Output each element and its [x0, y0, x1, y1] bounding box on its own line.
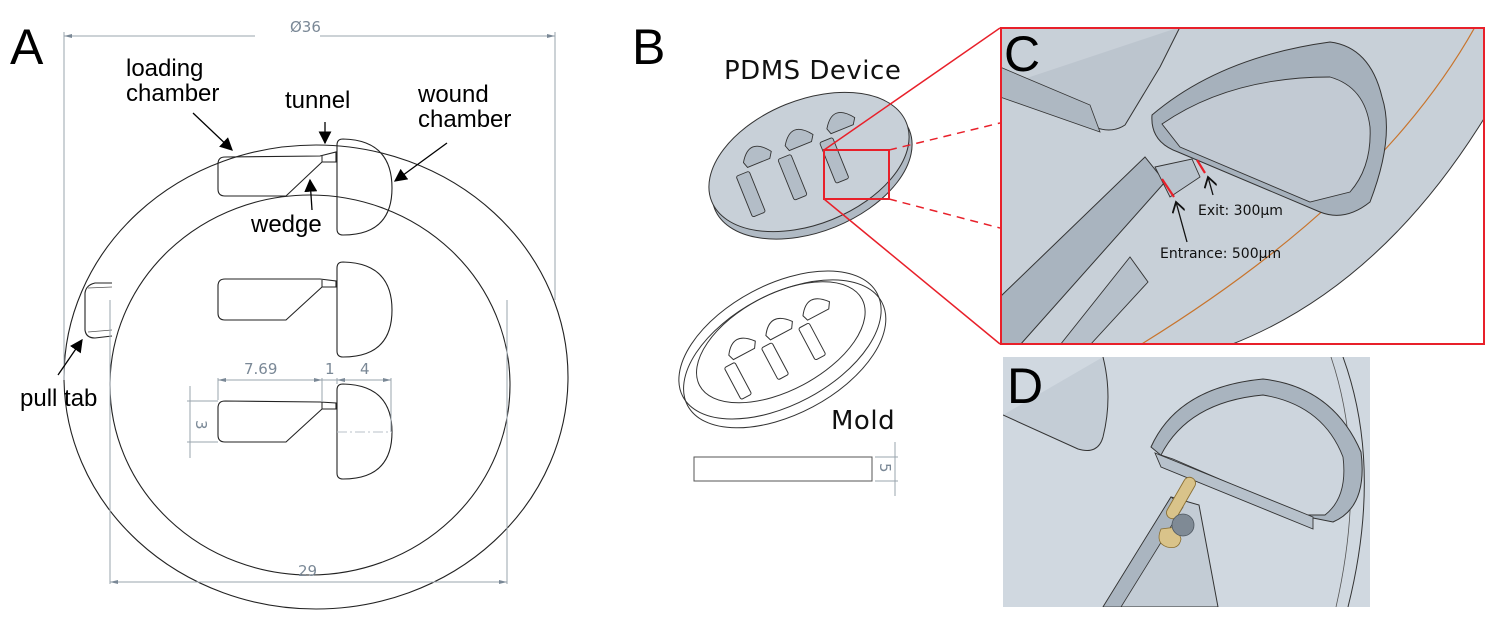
dim-inner-width: 29	[298, 562, 317, 580]
label-loading-line1: loading	[126, 55, 204, 82]
pdms-device-title: PDMS Device	[724, 56, 902, 86]
dim-tunnel-length: 1	[325, 360, 335, 378]
label-pull-tab: pull tab	[20, 385, 98, 412]
panel-d: D	[1003, 357, 1370, 607]
exit-label: Exit: 300µm	[1198, 203, 1283, 219]
pdms-device-model	[708, 91, 913, 240]
label-wedge: wedge	[251, 211, 322, 238]
mold-side-view	[693, 456, 873, 482]
dim-mold-thickness: 5	[876, 463, 894, 473]
mold-title: Mold	[831, 406, 896, 436]
chamber-set-1	[217, 138, 393, 236]
panel-d-letter: D	[1007, 358, 1044, 414]
panel-a-drawing: Ø36 29 7.69	[57, 18, 569, 610]
panel-c: Exit: 300µm Entrance: 500µm C	[1000, 27, 1485, 345]
panel-b-drawing: 5	[678, 27, 1000, 496]
dim-loading-height: 3	[192, 420, 210, 430]
panel-c-render: Exit: 300µm Entrance: 500µm	[1000, 27, 1485, 345]
mold-model	[678, 270, 887, 429]
panel-a-letter: A	[10, 19, 44, 75]
dim-outer-diameter: Ø36	[290, 18, 321, 36]
wound-model	[1158, 476, 1196, 549]
dim-wound-depth: 4	[360, 360, 370, 378]
label-loading-line2: chamber	[126, 80, 220, 108]
entrance-marker	[1161, 178, 1175, 198]
label-wound-line1: wound	[418, 81, 489, 108]
exit-marker	[1196, 159, 1206, 174]
panel-c-border	[1000, 27, 1485, 345]
label-wound-chamber: wound chamber	[418, 81, 512, 134]
chamber-set-2	[217, 261, 393, 358]
panel-c-letter: C	[1004, 26, 1041, 82]
entrance-label: Entrance: 500µm	[1160, 246, 1281, 262]
label-tunnel: tunnel	[285, 87, 351, 114]
label-loading-chamber: loading chamber	[126, 55, 220, 108]
chamber-set-3	[217, 383, 393, 480]
panel-d-render	[1003, 357, 1370, 607]
dim-loading-length: 7.69	[244, 360, 277, 378]
label-wound-line2: chamber	[418, 106, 512, 134]
panel-b-letter: B	[632, 19, 666, 75]
pull-tab	[84, 282, 113, 339]
zoom-region-box	[823, 149, 890, 200]
